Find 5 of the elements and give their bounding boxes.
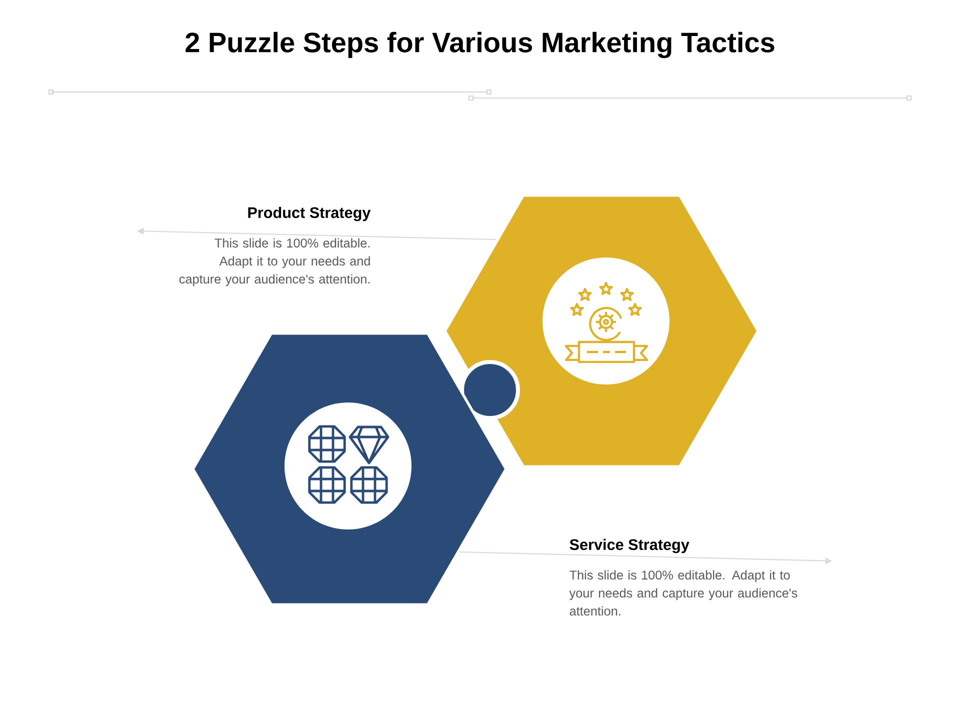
title: 2 Puzzle Steps for Various Marketing Tactics (186, 32, 774, 58)
heading: Service Strategy (570, 538, 690, 554)
description: This slide is 100% editable. Adapt it to your needs and capture your audience's attention. (179, 238, 370, 286)
heading: Product Strategy (248, 206, 371, 222)
description: This slide is 100% editable. Adapt it to your needs and capture your audience's attention. (569, 570, 798, 616)
